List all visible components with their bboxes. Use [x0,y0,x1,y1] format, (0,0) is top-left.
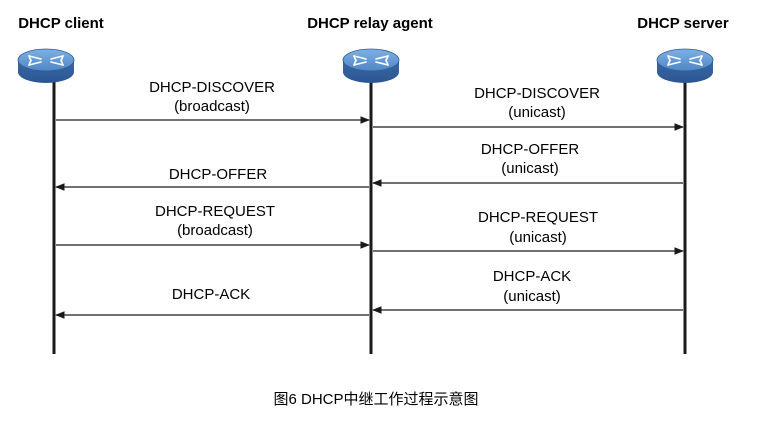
msg-ack-server-name: DHCP-ACK [493,268,571,285]
msg-request-server-name: DHCP-REQUEST [478,209,598,226]
msg-ack-server-mode: (unicast) [503,288,561,305]
msg-offer-client-name: DHCP-OFFER [169,166,267,183]
msg-ack-client-name: DHCP-ACK [172,286,250,303]
msg-request-client-name: DHCP-REQUEST [155,203,275,220]
router-icon [17,48,75,84]
router-icon [342,48,400,84]
router-icon [656,48,714,84]
msg-discover-client-name: DHCP-DISCOVER [149,79,275,96]
participant-client-label: DHCP client [18,15,104,32]
msg-discover-client-mode: (broadcast) [174,98,250,115]
msg-request-client-mode: (broadcast) [177,222,253,239]
participant-server-label: DHCP server [637,15,729,32]
participant-relay-label: DHCP relay agent [307,15,433,32]
msg-discover-server-name: DHCP-DISCOVER [474,85,600,102]
msg-offer-server-mode: (unicast) [501,160,559,177]
msg-offer-server-name: DHCP-OFFER [481,141,579,158]
msg-request-server-mode: (unicast) [509,229,567,246]
msg-discover-server-mode: (unicast) [508,104,566,121]
figure-caption: 图6 DHCP中继工作过程示意图 [273,390,478,408]
